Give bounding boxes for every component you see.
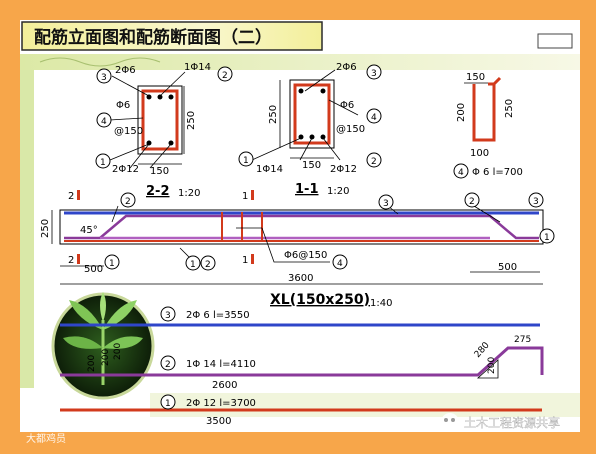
section-2-2: 250 150 2Φ6 1Φ14 Φ6 @150 2Φ12 3 2 4 1 2-…: [95, 62, 233, 199]
bar-3-text: 2Φ 6 l=3550: [186, 310, 250, 321]
mark-2: 2: [222, 71, 228, 81]
empty-box: [537, 33, 573, 49]
stirrup-detail: 150 200 250 100 4 Φ 6 l=700: [453, 72, 523, 179]
mark-1: 1: [109, 259, 115, 269]
mark-2: 2: [371, 157, 377, 167]
section-2-2-stirrup: [141, 89, 179, 151]
section-2-2-width: 150: [150, 166, 169, 177]
section-2-2-top-bar2: 1Φ14: [184, 62, 211, 73]
bar-dot: [309, 134, 315, 140]
elevation-stirrup-note: Φ6@150: [284, 250, 327, 261]
bar-dot: [157, 94, 163, 100]
bar-dot: [320, 134, 326, 140]
mark-1: 1: [190, 260, 196, 270]
section-2-2-outline: [137, 85, 183, 155]
mark-3: 3: [533, 197, 539, 207]
mark-1: 1: [544, 233, 550, 243]
cut-mid-bottom: 1: [242, 255, 248, 266]
section-1-1-stirrup: [293, 83, 331, 145]
title-bar: [21, 21, 323, 51]
watermark-right: 土木工程资源共享: [441, 413, 560, 431]
section-2-2-label: 2-2: [146, 184, 170, 199]
bar-3: 3 2Φ 6 l=3550: [60, 306, 540, 327]
plant-photo: 200 200 200: [51, 292, 155, 400]
bar-3-mark: 3: [165, 311, 171, 321]
mark-4: 4: [371, 113, 377, 123]
bar-dot: [320, 88, 326, 94]
elevation-length: 3600: [288, 273, 313, 284]
beam-outline: [59, 209, 544, 245]
bent-bar: [64, 214, 539, 240]
watermark-left: 大都鸡员: [26, 432, 66, 445]
section-2-2-height: 250: [186, 111, 197, 130]
plant-label-2: 200: [101, 349, 111, 366]
bar-2-hook: 275: [514, 335, 531, 345]
section-1-1-spacing: @150: [336, 124, 365, 135]
section-1-1-stirrup: Φ6: [340, 100, 354, 111]
stirrup-right-dim: 250: [504, 99, 515, 118]
bar-1-text: 2Φ 12 l=3700: [186, 398, 256, 409]
elevation-height: 250: [40, 219, 51, 238]
elevation-angle: 45°: [80, 225, 98, 236]
mark-3: 3: [101, 73, 107, 83]
section-1-1-label: 1-1: [295, 182, 319, 197]
section-1-1: 250 150 2Φ6 Φ6 @150 1Φ14 2Φ12 3 4 1 2 1-…: [238, 62, 382, 197]
bottom-ribbon: [150, 393, 580, 417]
plant-label-1: 200: [87, 355, 97, 372]
mark-3: 3: [383, 199, 389, 209]
section-1-1-bottom-right: 2Φ12: [330, 164, 357, 175]
section-2-2-stirrup: Φ6: [116, 100, 130, 111]
mark-4: 4: [337, 259, 343, 269]
beam-title: XL(150x250): [270, 292, 370, 308]
cut-left-top: 2: [68, 191, 74, 202]
section-1-1-width: 150: [302, 160, 321, 171]
page-title: 配筋立面图和配筋断面图（二）: [34, 27, 272, 48]
section-1-1-bottom-left: 1Φ14: [256, 164, 283, 175]
section-1-1-scale: 1:20: [327, 186, 349, 197]
section-1-1-top-bar: 2Φ6: [336, 62, 357, 73]
mark-2: 2: [125, 197, 131, 207]
elevation: 2 2 1 1 250 45° 2 1 2 Φ6@150 4 3 2 3 1 5…: [40, 190, 555, 285]
bar-dot: [298, 88, 304, 94]
elevation-end-right: 500: [498, 262, 517, 273]
section-1-1-outline: [289, 79, 335, 149]
cut-mid-top: 1: [242, 191, 248, 202]
section-2-2-bottom-bar: 2Φ12: [112, 164, 139, 175]
mark-1: 1: [243, 156, 249, 166]
mark-2: 2: [205, 260, 211, 270]
bar-dot: [168, 94, 174, 100]
stirrup-top-dim: 150: [466, 72, 485, 83]
plant-label-3: 200: [113, 343, 123, 360]
mark-3: 3: [371, 69, 377, 79]
watermark-text: 土木工程资源共享: [464, 415, 560, 430]
stirrup-bottom-dim: 100: [470, 148, 489, 159]
bar-1-length: 3500: [206, 416, 231, 427]
section-1-1-height: 250: [268, 105, 279, 124]
bar-1: 1 2Φ 12 l=3700 3500: [60, 394, 542, 427]
bar-2-length: 2600: [212, 380, 237, 391]
top-ribbon: [20, 54, 580, 70]
cut-left-bottom: 2: [68, 255, 74, 266]
bar-1-mark: 1: [165, 399, 171, 409]
elevation-end-left: 500: [84, 264, 103, 275]
bar-dot: [168, 140, 174, 146]
stirrup-left-dim: 200: [456, 103, 467, 122]
mark-4: 4: [101, 117, 107, 127]
mark-4: 4: [458, 168, 464, 178]
left-border-strip: [20, 68, 34, 388]
mark-1: 1: [100, 158, 106, 168]
bar-2-text: 1Φ 14 l=4110: [186, 359, 256, 370]
section-2-2-spacing: @150: [114, 126, 143, 137]
beam-scale: 1:40: [370, 298, 392, 309]
bar-2-mark: 2: [165, 360, 171, 370]
top-ribbon-vine: [39, 57, 161, 67]
stirrup-text: Φ 6 l=700: [472, 167, 523, 178]
section-2-2-scale: 1:20: [178, 188, 200, 199]
section-2-2-top-bar: 2Φ6: [115, 65, 136, 76]
mark-2: 2: [469, 197, 475, 207]
